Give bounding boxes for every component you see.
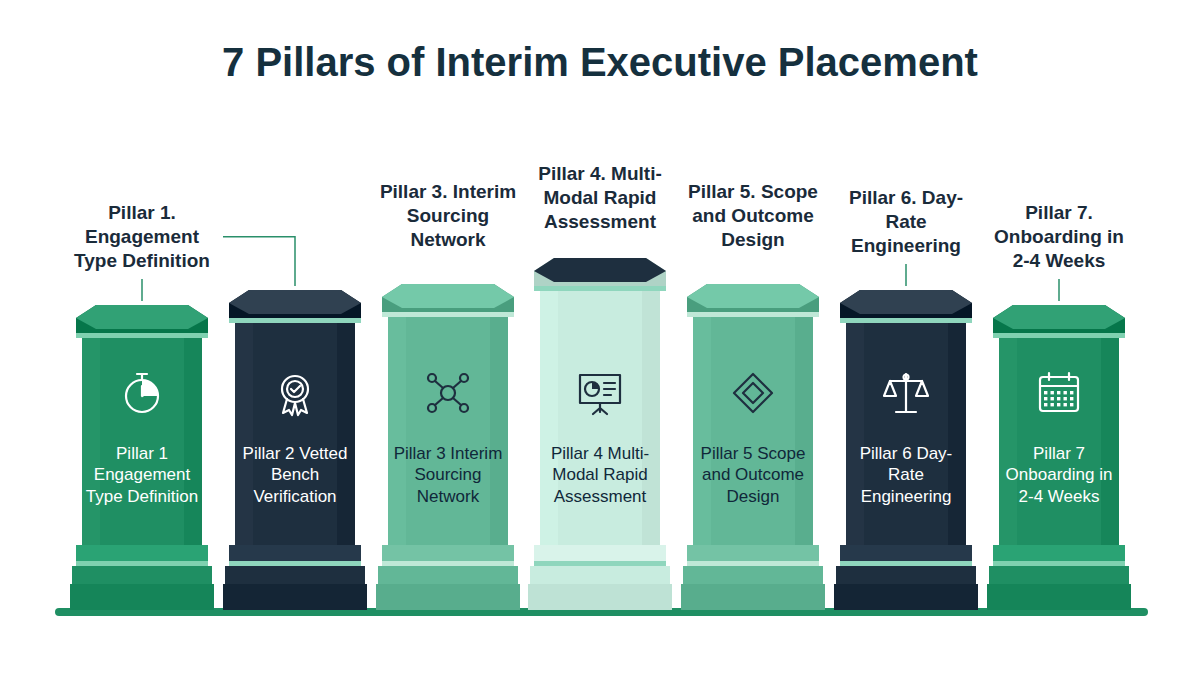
pillar-heading: Pillar 7. Onboarding in 2-4 Weeks — [984, 201, 1134, 273]
leader-line — [223, 237, 295, 286]
pillar-heading-box: Pillar 1. Engagement Type Definition — [62, 201, 222, 273]
pillar-heading: Pillar 5. Scope and Outcome Design — [678, 180, 828, 252]
pillar-icon — [270, 368, 320, 418]
leader-line — [905, 264, 907, 286]
pillar-heading: Pillar 4. Multi-Modal Rapid Assessment — [525, 162, 675, 234]
pillar-label: Pillar 5 Scope and Outcome Design — [693, 443, 813, 507]
pillar-shape — [528, 258, 672, 612]
pillar: Pillar 6. Day-Rate EngineeringPillar 6 D… — [834, 290, 978, 612]
pillar: Pillar 1. Engagement Type DefinitionPill… — [70, 305, 214, 612]
leader-line — [141, 279, 143, 301]
pillar-label: Pillar 3 Interim Sourcing Network — [388, 443, 508, 507]
pillar: Pillar 5. Scope and Outcome DesignPillar… — [681, 284, 825, 612]
pillar-label: Pillar 6 Day-Rate Engineering — [846, 443, 966, 507]
pillar-icon — [575, 368, 625, 418]
pillar-icon — [728, 368, 778, 418]
pillar-label: Pillar 2 Vetted Bench Verification — [235, 443, 355, 507]
leader-line — [1058, 279, 1060, 301]
pillar-icon — [117, 368, 167, 418]
pillar-heading-box: Pillar 5. Scope and Outcome Design — [673, 180, 833, 252]
pillar-heading: Pillar 3. Interim Sourcing Network — [373, 180, 523, 252]
pillar-heading: Pillar 6. Day-Rate Engineering — [831, 186, 981, 258]
pillar: Pillar 2 Vetted Bench Verification — [223, 290, 367, 612]
pillar-icon — [881, 368, 931, 418]
pillar-heading-box: Pillar 7. Onboarding in 2-4 Weeks — [979, 201, 1139, 273]
pillar-heading-box: Pillar 6. Day-Rate Engineering — [826, 186, 986, 258]
pillar-icon — [1034, 368, 1084, 418]
pillar-label: Pillar 1 Engagement Type Definition — [82, 443, 202, 507]
pillar: Pillar 4. Multi-Modal Rapid AssessmentPi… — [528, 258, 672, 612]
pillar-heading-box: Pillar 3. Interim Sourcing Network — [368, 180, 528, 252]
pillar-heading: Pillar 1. Engagement Type Definition — [67, 201, 217, 273]
pillar: Pillar 7. Onboarding in 2-4 WeeksPillar … — [987, 305, 1131, 612]
pillar: Pillar 3. Interim Sourcing NetworkPillar… — [376, 284, 520, 612]
pillar-label: Pillar 7 Onboarding in 2-4 Weeks — [999, 443, 1119, 507]
pillar-label: Pillar 4 Multi-Modal Rapid Assessment — [540, 443, 660, 507]
pillar-heading-box: Pillar 4. Multi-Modal Rapid Assessment — [520, 162, 680, 234]
pillar-icon — [423, 368, 473, 418]
diagram-title: 7 Pillars of Interim Executive Placement — [0, 40, 1200, 85]
